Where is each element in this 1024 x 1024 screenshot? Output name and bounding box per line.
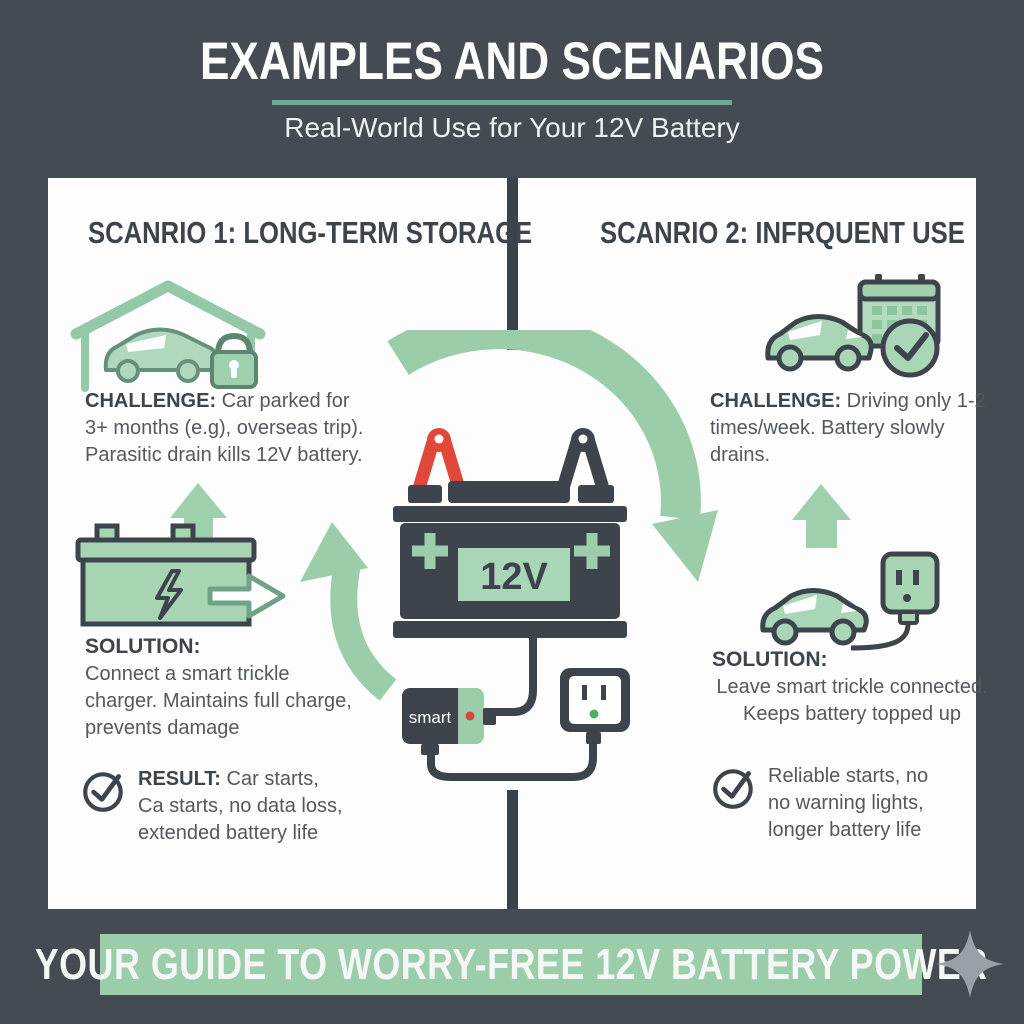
challenge-label: CHALLENGE: (85, 390, 217, 412)
solution-text: Leave smart trickle connected. Keeps bat… (716, 676, 988, 726)
page-title: EXAMPLES AND SCENARIOS (199, 31, 825, 91)
result-label: RESULT: (138, 768, 221, 790)
result-text: Reliable starts, no no warning lights, l… (768, 765, 929, 841)
scenario-2-result: Reliable starts, no no warning lights, l… (710, 763, 1008, 844)
challenge-text: Driving only 1-2 times/week. Battery slo… (710, 390, 986, 466)
solution-label: SOLUTION: (712, 648, 828, 671)
challenge-label: CHALLENGE: (710, 390, 842, 412)
main-panel: SCANRIO 1: LONG-TERM STORAGE CHALLENGE: … (48, 178, 988, 909)
battery-12v-icon: 12V (393, 481, 627, 638)
battery-charger-icon (75, 483, 286, 627)
page-subtitle: Real-World Use for Your 12V Battery (284, 112, 740, 143)
challenge-text: Car parked for 3+ months (e.g), overseas… (85, 390, 364, 466)
battery-cycle-diagram: 12V smart (300, 330, 718, 790)
footer-banner-text: YOUR GUIDE TO WORRY-FREE 12V BATTERY POW… (34, 939, 988, 989)
check-circle-icon (713, 769, 753, 809)
scenario-1-solution: SOLUTION: Connect a smart trickle charge… (85, 633, 385, 742)
solution-text: Connect a smart trickle charger. Maintai… (85, 663, 352, 740)
black-clamp-icon (557, 435, 609, 492)
scenario-2-solution: SOLUTION: Leave smart trickle connected.… (712, 646, 992, 728)
garage-car-lock-icon (70, 280, 266, 392)
result-text-block: RESULT: Car starts, Ca starts, no data l… (138, 766, 418, 847)
solution-label: SOLUTION: (85, 635, 201, 658)
sparkle-icon (936, 930, 1004, 998)
scenario-2-challenge: CHALLENGE: Driving only 1-2 times/week. … (710, 388, 1010, 469)
scenario-1-result: RESULT: Car starts, Ca starts, no data l… (80, 766, 418, 847)
cycle-arrow-right-icon (387, 330, 718, 582)
battery-voltage-label: 12V (480, 556, 548, 598)
charger-label: smart (409, 708, 452, 727)
check-circle-icon (83, 772, 123, 812)
scenario-2-title: SCANRIO 2: INFRQUENT USE (600, 216, 965, 250)
smart-charger-icon: smart (402, 688, 496, 755)
cycle-arrow-left-icon (300, 522, 397, 701)
car-plug-icon (760, 484, 940, 651)
car-calendar-check-icon (765, 274, 941, 378)
title-underline (272, 100, 732, 105)
footer-banner: YOUR GUIDE TO WORRY-FREE 12V BATTERY POW… (35, 934, 987, 995)
scenario-1-title: SCANRIO 1: LONG-TERM STORAGE (88, 216, 533, 250)
scenario-1-challenge: CHALLENGE: Car parked for 3+ months (e.g… (85, 388, 405, 469)
red-clamp-icon (413, 435, 465, 492)
wall-outlet-icon (560, 668, 630, 744)
up-arrow-icon (792, 484, 851, 548)
result-text: Car starts, Ca starts, no data loss, ext… (138, 768, 343, 844)
outlet-charger-wire (427, 744, 597, 781)
battery-charger-wire (495, 638, 537, 716)
